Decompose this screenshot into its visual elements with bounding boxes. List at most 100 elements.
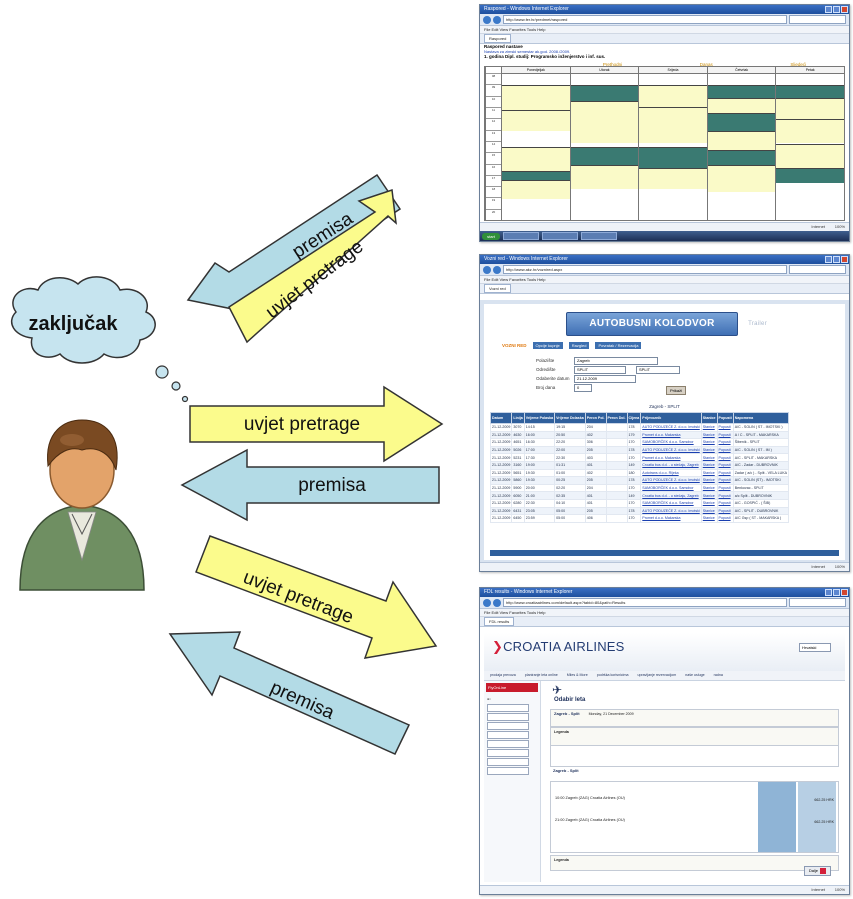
taskbar-item[interactable] [503,232,539,240]
class-block[interactable] [570,164,639,190]
price-label[interactable]: 662.25 HRK [814,820,834,824]
class-block[interactable] [707,85,776,98]
next-link[interactable]: Sljedeći [790,62,807,67]
departure-input[interactable]: Zagreb [574,356,658,365]
table-link[interactable]: AUTO PODUZEĆE Z. d.o.o. Imotski [640,476,702,485]
taskbar-item[interactable] [581,232,617,240]
table-link[interactable]: Promet d.o.o. Makarska [640,514,702,523]
close-button[interactable] [841,6,848,13]
site-menu-item[interactable]: naše usluge [685,673,705,677]
table-link[interactable]: Stanice [700,438,718,447]
tab-active[interactable]: Raspored [484,34,512,43]
table-link[interactable]: Croatia bus d.d. - u stečaju, Zagreb [640,491,702,500]
menu-bar[interactable]: File Edit View Favorites Tools Help [480,609,849,617]
class-block[interactable] [502,171,570,181]
close-button[interactable] [841,589,848,596]
class-block[interactable] [639,106,707,144]
table-link[interactable]: Stanice [700,445,718,455]
nav-item[interactable]: Povratak / Rezervacija [595,341,642,349]
table-link[interactable]: SAMOBORČEK d.o.o. Samobor [640,483,702,493]
class-block[interactable] [502,85,570,110]
class-block[interactable] [502,146,570,172]
search-input[interactable] [789,265,846,274]
zoom-level[interactable]: 100% [834,564,845,569]
semester-link[interactable]: Nastava za zimski semestar ak.god. 2008.… [484,49,571,54]
table-link[interactable]: Popusti [716,514,734,523]
site-menu-item[interactable]: prodaja prevoza [490,673,516,677]
class-block[interactable] [570,146,639,165]
sidebar-input[interactable] [487,721,529,730]
class-block[interactable] [707,112,776,132]
table-link[interactable]: Popusti [716,498,734,508]
table-link[interactable]: Popusti [716,430,734,440]
class-block[interactable] [776,119,844,144]
back-icon[interactable] [483,265,491,274]
class-block[interactable] [707,97,776,113]
sidebar-input[interactable] [487,748,529,757]
language-select[interactable]: Hrvatski [799,643,831,652]
table-link[interactable]: Popusti [716,491,734,500]
airline-logo[interactable]: ❯CROATIA AIRLINES [492,639,625,654]
table-link[interactable]: Stanice [700,483,718,493]
table-link[interactable]: Autotrans d.o.o. Rijeka [640,468,702,478]
class-block[interactable] [776,167,844,184]
forward-icon[interactable] [493,15,501,24]
table-link[interactable]: Croatia bus d.d. - u stečaju, Zagreb [640,460,702,470]
maximize-button[interactable] [833,6,840,13]
today-link[interactable]: Danas [699,62,713,67]
sidebar-input[interactable] [487,766,529,775]
minimize-button[interactable] [825,6,832,13]
site-menu-item[interactable]: radna [713,673,723,677]
table-link[interactable]: Popusti [716,460,734,470]
table-link[interactable]: Stanice [700,453,718,462]
menu-bar[interactable]: File Edit View Favorites Tools Help [480,26,849,34]
flight-row[interactable]: 21:00 Zagreb (ZAG) Croatia Airlines (OU) [555,818,625,822]
table-link[interactable]: Stanice [700,468,718,478]
table-link[interactable]: Promet d.o.o. Makarska [640,453,702,462]
class-block[interactable] [570,100,639,144]
site-menu-item[interactable]: planiranje leta online [524,673,558,677]
back-icon[interactable] [483,15,491,24]
maximize-button[interactable] [833,256,840,263]
table-link[interactable]: Stanice [700,514,718,523]
show-button[interactable]: Prikaži [666,386,687,395]
table-link[interactable]: Popusti [716,468,734,478]
table-link[interactable]: Stanice [700,491,718,500]
sidebar-banner[interactable]: FlyOnLine [486,683,538,692]
site-menu-item[interactable]: podrška korisnicima [596,673,629,677]
class-block[interactable] [639,167,707,190]
table-link[interactable]: Popusti [716,476,734,485]
date-select[interactable]: 21.12.2009 [574,374,636,383]
sidebar-input[interactable] [487,730,529,739]
sidebar-input[interactable] [487,739,529,748]
search-input[interactable] [789,15,846,24]
url-input[interactable]: http://www.fer.hr/predmet/raspored [503,15,787,24]
start-button[interactable]: start [482,232,500,240]
sidebar-input[interactable] [487,712,529,721]
site-menu-item[interactable]: upravljanje rezervacijom [637,673,677,677]
site-menu-item[interactable]: Miles & More [566,673,588,677]
url-input[interactable]: http://www.akz.hr/voznired.aspx [503,265,787,274]
next-button[interactable]: Dalje [803,866,831,876]
class-block[interactable] [639,146,707,168]
table-link[interactable]: Popusti [716,453,734,462]
maximize-button[interactable] [833,589,840,596]
table-link[interactable]: Popusti [716,438,734,447]
tab-active[interactable]: FDL results [484,617,515,626]
table-link[interactable]: AUTO PODUZEĆE Z. d.o.o. Imotski [640,423,702,432]
search-input[interactable] [789,598,846,607]
table-link[interactable]: Popusti [716,483,734,493]
flight-row[interactable]: 10:00 Zagreb (ZAG) Croatia Airlines (OU) [555,796,625,800]
table-link[interactable]: Stanice [700,506,718,516]
table-link[interactable]: Stanice [700,498,718,508]
table-link[interactable]: SAMOBORČEK d.o.o. Samobor [640,498,702,508]
sidebar-input[interactable] [487,757,529,766]
class-block[interactable] [570,85,639,101]
class-block[interactable] [502,180,570,199]
table-link[interactable]: AUTO PODUZEĆE Z. d.o.o. Imotski [640,506,702,516]
sidebar-input[interactable] [487,703,529,712]
days-input[interactable]: 0 [574,383,592,392]
nav-item[interactable]: Opcije kupnje [532,341,563,349]
back-icon[interactable] [483,598,491,607]
class-block[interactable] [707,149,776,165]
